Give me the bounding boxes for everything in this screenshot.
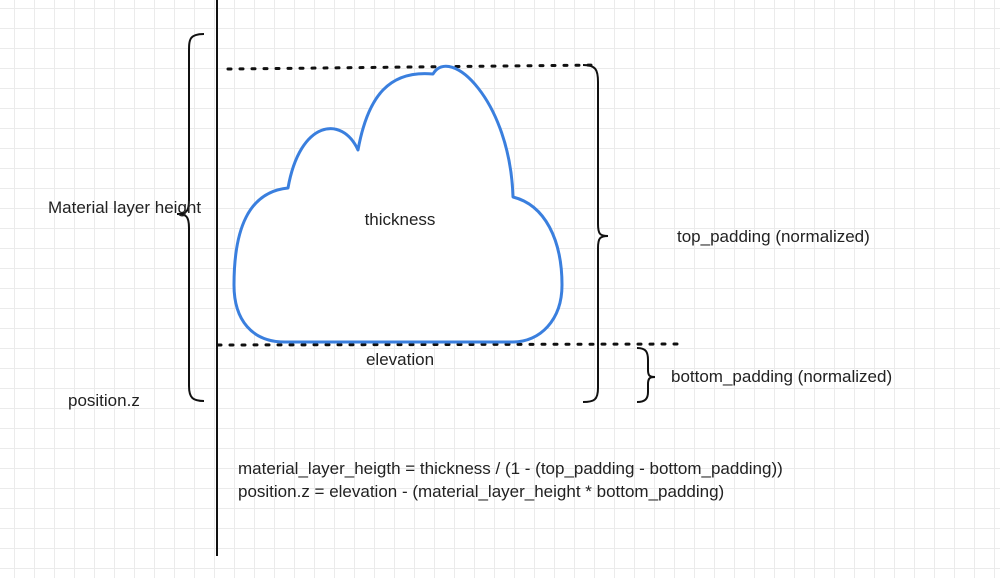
top-padding-brace [582,64,609,403]
material-layer-height-label: Material layer height [48,198,202,217]
formula-material-layer-height: material_layer_heigth = thickness / (1 -… [238,459,783,478]
cloud-shape [232,64,564,344]
thickness-label: thickness [364,210,436,229]
bottom-padding-label: bottom_padding (normalized) [671,367,893,386]
bottom-padding-brace [636,347,656,403]
bottom-dotted-line [216,342,684,347]
formula-position-z: position.z = elevation - (material_layer… [238,482,725,501]
formulas-block: material_layer_heigth = thickness / (1 -… [238,457,783,503]
top-padding-label: top_padding (normalized) [677,227,870,246]
elevation-label: elevation [365,350,435,369]
top-dotted-line [226,63,600,71]
position-z-label: position.z [68,391,140,410]
material-layer-height-brace [176,33,205,402]
